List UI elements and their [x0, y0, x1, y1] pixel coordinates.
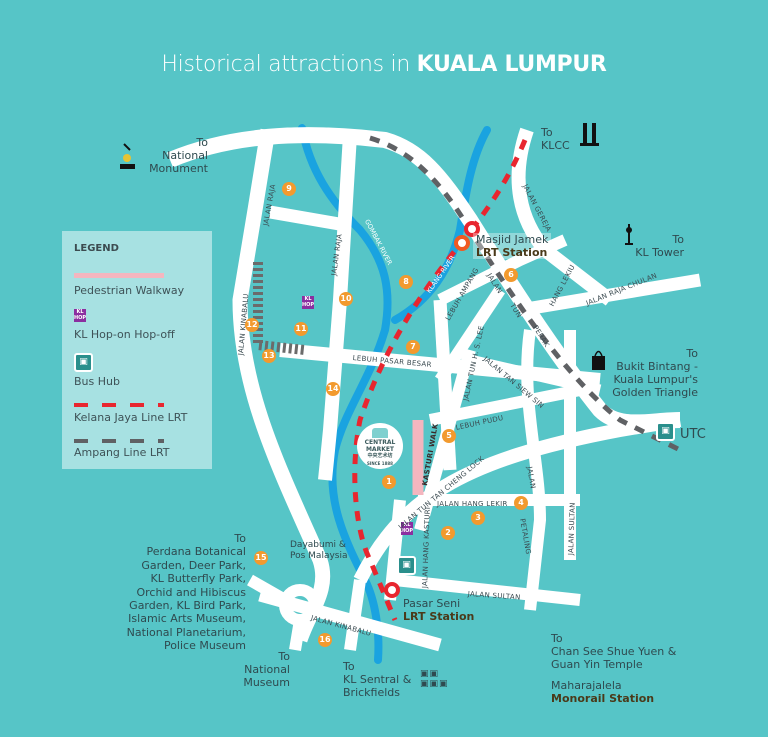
- bus-hub-icon: ▣: [397, 556, 416, 575]
- utc-bus-hub-icon: ▣: [656, 422, 675, 441]
- hatched-walkway: [253, 262, 306, 355]
- attraction-badge-13[interactable]: 13: [262, 349, 276, 363]
- bus-hub-icon: ▣: [74, 353, 93, 372]
- legend-item-bus-hub: Bus Hub: [74, 375, 120, 388]
- shopping-bag-icon: [592, 350, 605, 370]
- attraction-badge-14[interactable]: 14: [326, 382, 340, 396]
- utc-label: UTC: [680, 427, 706, 442]
- title-prefix: Historical attractions in: [161, 52, 410, 77]
- attraction-badge-12[interactable]: 12: [245, 318, 259, 332]
- dayabumi-label: Dayabumi &Pos Malaysia: [290, 540, 348, 561]
- masjid-jamek-kj-icon: [464, 221, 480, 237]
- national-monument-icon: [120, 143, 135, 169]
- attraction-badge-2[interactable]: 2: [441, 526, 455, 540]
- ampang-line-swatch: [74, 439, 164, 443]
- attraction-badge-7[interactable]: 7: [406, 340, 420, 354]
- klang-river: [391, 126, 491, 324]
- legend-item-kelana-jaya: Kelana Jaya Line LRT: [74, 411, 188, 424]
- transit-icons: ▣▣▣▣▣: [420, 669, 449, 689]
- legend-item-hop-on-hop-off: KL Hop-on Hop-off: [74, 328, 175, 341]
- attraction-badge-9[interactable]: 9: [282, 182, 296, 196]
- map-title: Historical attractions in KUALA LUMPUR: [0, 52, 768, 77]
- attraction-badge-16[interactable]: 16: [318, 633, 332, 647]
- attraction-badge-8[interactable]: 8: [399, 275, 413, 289]
- masjid-jamek-ampang-icon: [454, 235, 470, 251]
- attraction-badge-3[interactable]: 3: [471, 511, 485, 525]
- attraction-badge-6[interactable]: 6: [504, 268, 518, 282]
- title-city: KUALA LUMPUR: [416, 52, 607, 77]
- pedestrian-walkway-swatch: [74, 273, 164, 278]
- attraction-badge-4[interactable]: 4: [514, 496, 528, 510]
- attraction-badge-11[interactable]: 11: [294, 322, 308, 336]
- attraction-badge-15[interactable]: 15: [254, 551, 268, 565]
- legend-heading: LEGEND: [74, 243, 119, 254]
- attraction-badge-10[interactable]: 10: [339, 292, 353, 306]
- legend-item-pedestrian-walkway: Pedestrian Walkway: [74, 284, 185, 297]
- ampang-line: [369, 135, 682, 453]
- petronas-towers-icon: [580, 123, 599, 146]
- street-jalan-hang-lekir: JALAN HANG LEKIR: [437, 500, 508, 508]
- pasar-seni-station-icon: [384, 582, 400, 598]
- attraction-badge-1[interactable]: 1: [382, 475, 396, 489]
- attraction-badge-5[interactable]: 5: [442, 429, 456, 443]
- legend-item-ampang-line: Ampang Line LRT: [74, 446, 170, 459]
- kl-tower-icon: [625, 224, 633, 245]
- kelana-jaya-swatch: [74, 403, 164, 407]
